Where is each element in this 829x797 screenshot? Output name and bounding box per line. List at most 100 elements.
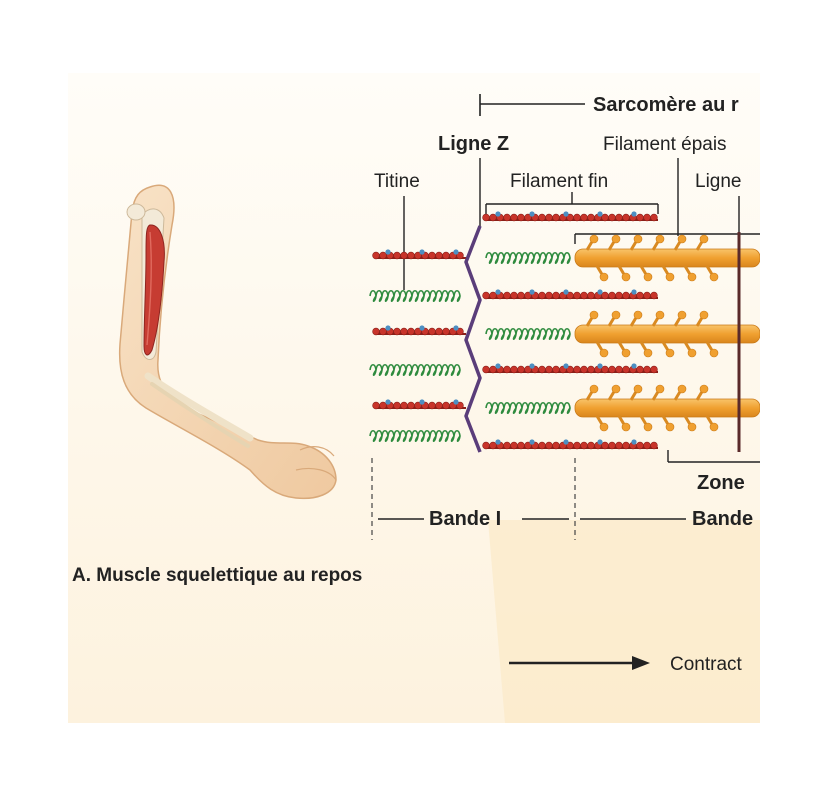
actin-bead (608, 441, 616, 450)
actin-bead (615, 291, 623, 300)
myosin-head (677, 310, 687, 320)
troponin-dot (453, 249, 459, 255)
actin-bead (580, 365, 588, 374)
troponin-dot (453, 325, 459, 331)
actin-bead (503, 365, 511, 374)
thick-filament (574, 324, 761, 344)
troponin-dot (563, 439, 569, 445)
troponin-dot (419, 325, 425, 331)
actin-bead (552, 441, 560, 450)
actin-bead (601, 441, 609, 450)
myosin-head (621, 422, 631, 432)
troponin-dot (563, 211, 569, 217)
actin-bead (538, 291, 546, 300)
filament-fin-bracket (485, 192, 659, 214)
actin-bead (552, 213, 560, 222)
actin-bead (622, 291, 630, 300)
myosin-head (643, 348, 653, 358)
actin-bead (622, 365, 630, 374)
troponin-dot (495, 289, 501, 295)
actin-bead (622, 441, 630, 450)
myosin-head (709, 422, 719, 432)
myosin-head (589, 310, 599, 320)
ligne-z-label: Ligne Z (438, 133, 509, 155)
myosin-head (665, 348, 675, 358)
troponin-dot (563, 363, 569, 369)
troponin-dot (419, 399, 425, 405)
actin-bead (636, 291, 644, 300)
actin-bead (615, 441, 623, 450)
myosin-head (611, 310, 621, 320)
actin-bead (517, 291, 525, 300)
caption: A. Muscle squelettique au repos (72, 565, 362, 586)
sarcomere-bracket (479, 94, 585, 116)
actin-bead (482, 291, 490, 300)
actin-bead (650, 365, 658, 374)
titin-coil (369, 429, 461, 443)
actin-bead (650, 441, 658, 450)
myosin-head (677, 234, 687, 244)
actin-bead (456, 401, 464, 410)
actin-bead (517, 441, 525, 450)
actin-bead (489, 291, 497, 300)
actin-bead (489, 213, 497, 222)
myosin-head (621, 348, 631, 358)
filament-fin-label: Filament fin (510, 171, 608, 192)
actin-bead (615, 213, 623, 222)
myosin-head (633, 234, 643, 244)
actin-bead (442, 327, 450, 336)
troponin-dot (495, 363, 501, 369)
myosin-head (633, 310, 643, 320)
actin-bead (601, 291, 609, 300)
actin-bead (510, 213, 518, 222)
sarcomere-label: Sarcomère au r (593, 94, 739, 116)
troponin-dot (529, 211, 535, 217)
actin-bead (552, 291, 560, 300)
actin-bead (435, 251, 443, 260)
actin-bead (580, 441, 588, 450)
bande-i-label: Bande I (429, 508, 501, 530)
zone-h-label: Zone (697, 472, 745, 494)
actin-bead (503, 291, 511, 300)
actin-bead (456, 327, 464, 336)
myosin-head (699, 234, 709, 244)
actin-bead (407, 327, 415, 336)
actin-bead (601, 213, 609, 222)
myosin-head (677, 384, 687, 394)
actin-bead (435, 327, 443, 336)
thick-filament (574, 398, 761, 418)
actin-bead (379, 401, 387, 410)
actin-bead (456, 251, 464, 260)
actin-bead (587, 365, 595, 374)
filament-epais-label: Filament épais (603, 134, 727, 155)
titin-coil (485, 327, 571, 341)
actin-bead (650, 291, 658, 300)
myosin-head (709, 272, 719, 282)
troponin-dot (419, 249, 425, 255)
actin-bead (545, 213, 553, 222)
troponin-dot (529, 289, 535, 295)
troponin-dot (597, 439, 603, 445)
actin-bead (587, 441, 595, 450)
actin-bead (442, 401, 450, 410)
titin-coil (369, 289, 461, 303)
actin-bead (517, 213, 525, 222)
myosin-head (699, 310, 709, 320)
actin-bead (643, 291, 651, 300)
myosin-head (633, 384, 643, 394)
myosin-head (611, 384, 621, 394)
myosin-head (599, 422, 609, 432)
actin-bead (393, 327, 401, 336)
actin-bead (545, 291, 553, 300)
actin-bead (608, 365, 616, 374)
actin-bead (510, 365, 518, 374)
actin-bead (580, 213, 588, 222)
actin-bead (517, 365, 525, 374)
troponin-dot (631, 211, 637, 217)
actin-bead (489, 365, 497, 374)
troponin-dot (597, 363, 603, 369)
troponin-dot (631, 289, 637, 295)
actin-bead (400, 251, 408, 260)
troponin-dot (631, 439, 637, 445)
actin-bead (573, 213, 581, 222)
